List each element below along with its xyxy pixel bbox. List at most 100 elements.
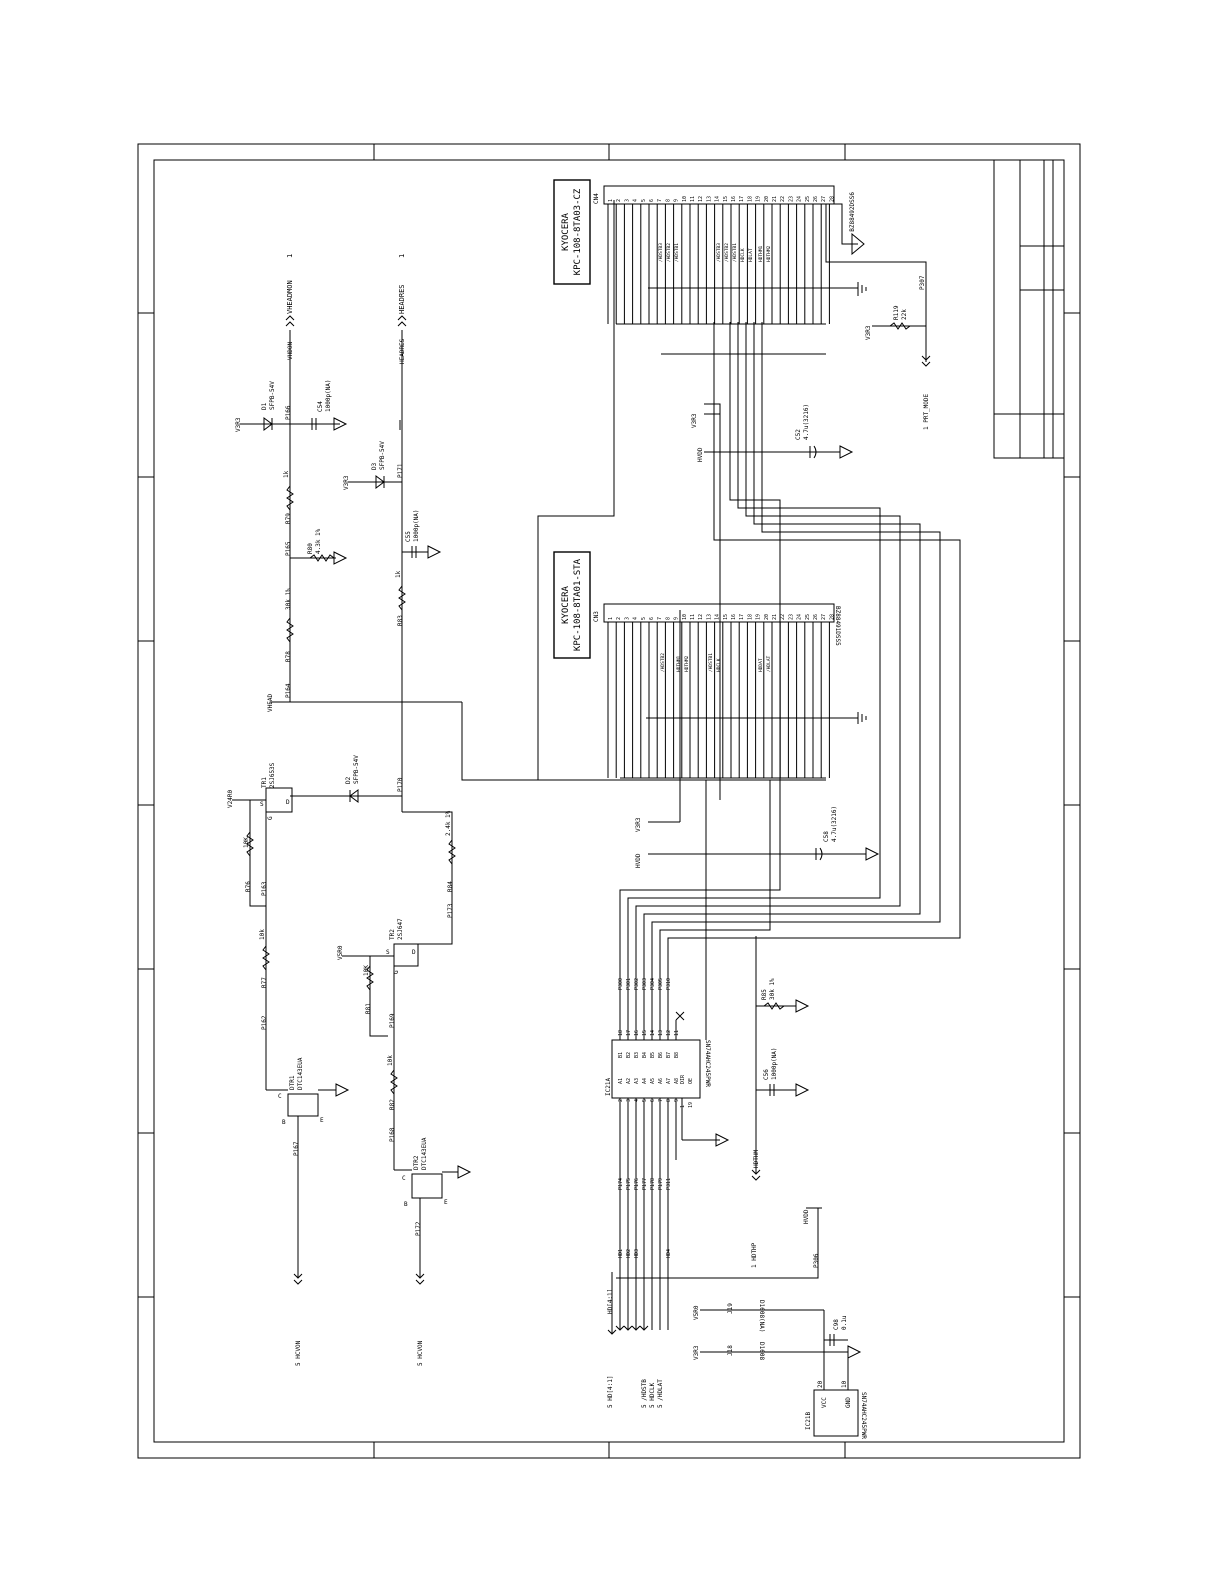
c58-ref: C58 <box>823 831 830 842</box>
connector-pin-28: 28 <box>829 614 835 620</box>
cn4-part: KPC-108-8TA03-CZ <box>573 188 583 275</box>
connector-pin-9: 9 <box>674 199 680 202</box>
connector-pin-24: 24 <box>797 614 803 620</box>
connector-pin-12: 12 <box>698 614 704 620</box>
tp-p166: P166 <box>285 405 292 420</box>
cn4-signal-label: HDTHM2 <box>766 245 772 262</box>
c56-ref: C56 <box>763 1069 770 1080</box>
connector-pin-6: 6 <box>649 617 655 620</box>
cn4-part-box <box>553 179 591 285</box>
nc-mark <box>675 1011 685 1021</box>
tp-p169: P169 <box>389 1013 396 1028</box>
connector-pin-26: 26 <box>813 614 819 620</box>
ic21a-a-pin-num: 4 <box>634 1099 640 1102</box>
connector-pin-19: 19 <box>756 196 762 202</box>
r84-ref: R84 <box>447 881 454 892</box>
connector-pin-16: 16 <box>731 614 737 620</box>
ic21a-a-pin-num: 9 <box>674 1099 680 1102</box>
ground-symbol <box>457 1165 472 1179</box>
connector-pin-7: 7 <box>657 199 663 202</box>
r85-c56-group: R85 30k 1% C56 1000p(NA) HDTHM <box>751 936 810 1181</box>
connector-pin-22: 22 <box>780 196 786 202</box>
ground-symbol <box>335 1083 350 1097</box>
tr2-group: 2.4k 1% R84 P173 V5R0 TR2 2SJ647 S G D 1… <box>337 810 456 1170</box>
connector-pin-22: 22 <box>780 614 786 620</box>
cn4-ground-symbol <box>851 232 865 256</box>
d1-ref: D1 <box>261 402 268 410</box>
connector-pin-18: 18 <box>747 614 753 620</box>
ic21a-a-pin-num: 5 <box>642 1099 648 1102</box>
hcvon-label-2: 5 HCVON <box>417 1340 424 1366</box>
title-block <box>993 159 1065 459</box>
ic21a-hd-net: HD1 <box>618 1249 624 1258</box>
d3-c55-r83-group: V3R3 D3 SFPB-54V P171 C55 1000p(NA) 1k R… <box>343 441 442 626</box>
v3r3-label-3: V3R3 <box>691 413 698 428</box>
resistor-r78: 30k 1% R78 <box>285 588 294 662</box>
ic21a-a-test-point: P175 <box>626 1178 632 1190</box>
ic21a-ctrl-num: 19 <box>688 1102 694 1108</box>
tp-p165: P165 <box>285 541 292 556</box>
connector-pin-27: 27 <box>821 196 827 202</box>
ic21a-a-pin: A7 <box>666 1078 672 1084</box>
bus-label-hdlat: 5 /HDLAT <box>657 1379 664 1408</box>
hcvon-label-1: 5 HCVON <box>295 1340 302 1366</box>
ic21b-part: SN74AHC245PWR <box>860 1392 867 1439</box>
ic21a-a-pin: A6 <box>658 1078 664 1084</box>
bus-label-hdclk: 5 HDCLK <box>649 1382 656 1408</box>
r76-ref: R76 <box>245 881 252 892</box>
v3r3-label-4: V3R3 <box>865 325 872 340</box>
cn3-model: BZ88491DSS5 <box>834 606 841 646</box>
tr1-group: V24R0 TR1 2SJ653S S G D D2 SFPB-54V P170… <box>227 755 404 1090</box>
cn4-ref: CN4 <box>593 193 600 204</box>
cn3-maker: KYOCERA <box>561 585 571 624</box>
cn4-signal-label: /HDSTB1 <box>674 243 680 262</box>
dtr1-pin-b: B <box>282 1119 286 1126</box>
cn3-ref: CN3 <box>593 611 600 622</box>
cn4-maker: KYOCERA <box>561 212 571 251</box>
j18-ref: J18 <box>727 1345 734 1356</box>
connector-pin-2: 2 <box>616 617 622 620</box>
tp-p164: P164 <box>285 683 292 698</box>
ic21b-gnd: GND <box>845 1397 852 1408</box>
bus-trace <box>651 322 941 1040</box>
ic21a-a-test-point: P174 <box>618 1178 624 1190</box>
connector-pin-7: 7 <box>657 617 663 620</box>
headres-sheet: 1 <box>398 254 406 258</box>
ic21a-b-pin-num: 17 <box>626 1030 632 1036</box>
c98-value: 0.1u <box>841 1315 848 1330</box>
r79-value: 1k <box>283 470 290 478</box>
ic21a-b-pin-num: 14 <box>650 1030 656 1036</box>
cn4-signal-label: /HDSTB3 <box>716 243 722 262</box>
ic21a-b-pin-num: 15 <box>642 1030 648 1036</box>
cn3-part-box <box>553 551 591 659</box>
tr2-fet <box>393 943 419 967</box>
tr1-fet <box>265 787 293 813</box>
cn3-body <box>603 603 835 623</box>
bus-trace <box>627 322 881 1040</box>
d1-value: SFPB-54V <box>269 381 276 410</box>
connector-pin-14: 14 <box>715 196 721 202</box>
ic21a-a-pin: A2 <box>626 1078 632 1084</box>
bus-label-hdstb: 5 /HDSTB <box>641 1379 648 1408</box>
ic21a-ctrl-pin: OE <box>688 1078 694 1084</box>
r119-ref: R119 <box>893 305 900 320</box>
ic21a-hd-net: HD4 <box>666 1249 672 1258</box>
c52-ref: C52 <box>795 429 802 440</box>
connector-pin-28: 28 <box>829 196 835 202</box>
ic21a-a-test-point: P177 <box>642 1178 648 1190</box>
connector-pin-19: 19 <box>756 614 762 620</box>
vheadmon-net: VHEADMON <box>286 280 294 314</box>
d3-ref: D3 <box>371 462 378 470</box>
ic21a-b-test-point: P303 <box>642 978 648 990</box>
c56-value: 1000p(NA) <box>771 1047 778 1080</box>
cn3-part: KPC-108-8TA01-STA <box>573 558 583 651</box>
connector-pin-5: 5 <box>641 199 647 202</box>
ic21a-hd-net: HD3 <box>634 1249 640 1258</box>
cn4-signal-label: HDLAT <box>748 248 754 262</box>
bus-ports: 5 HD[4:1] 5 /HDSTB 5 HDCLK 5 /HDLAT HD[4… <box>607 1289 664 1408</box>
hdthp-group: HVDD P306 1 HDTHP <box>616 1207 822 1279</box>
tr2-pin-g: G <box>393 970 400 974</box>
dtr1-transistor <box>287 1093 319 1117</box>
ic21a-a-pin-num: 2 <box>618 1099 624 1102</box>
